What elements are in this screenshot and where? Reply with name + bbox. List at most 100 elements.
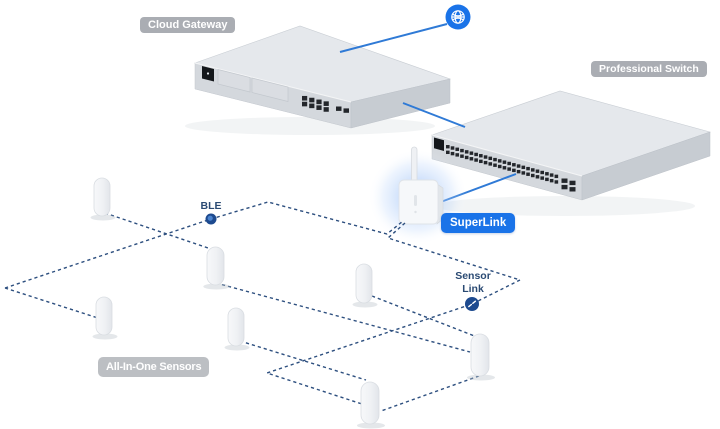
ethernet-port — [530, 168, 535, 172]
all-in-one-sensors-badge: All-In-One Sensors — [98, 357, 210, 377]
ethernet-port — [446, 150, 450, 155]
ethernet-port — [302, 95, 308, 101]
ethernet-port — [464, 150, 469, 154]
ethernet-port — [316, 99, 322, 105]
sensor-node — [227, 307, 245, 347]
ethernet-port — [545, 172, 549, 176]
sfp-port — [343, 108, 349, 113]
sensor-shadow — [92, 333, 118, 340]
all-in-one-sensors-group — [90, 177, 496, 429]
sfp-port — [569, 180, 576, 186]
ethernet-port — [516, 164, 521, 168]
ethernet-port — [446, 145, 450, 149]
mesh-link-sensor6-to-sensor7 — [380, 375, 480, 412]
sensor-node — [470, 333, 490, 377]
mesh-link-superlink-to-sensorlink-to-sensor7 — [264, 222, 522, 405]
uplink-line-gateway-to-switch — [402, 102, 466, 128]
ethernet-port — [469, 157, 474, 161]
ethernet-port — [545, 177, 549, 182]
sensor-shadow — [356, 422, 386, 429]
ethernet-port — [554, 180, 559, 184]
ethernet-port — [323, 107, 329, 112]
ethernet-port — [493, 157, 497, 162]
sensor-link-label: Sensor Link — [441, 270, 505, 296]
ethernet-port — [460, 154, 464, 158]
ethernet-port — [502, 160, 507, 164]
mesh-link-sensor5-to-sensor6 — [371, 295, 478, 338]
ethernet-port — [469, 151, 474, 155]
ethernet-port — [316, 105, 322, 110]
switch-shadow — [435, 196, 695, 216]
gateway-drive-bay — [251, 77, 289, 102]
ethernet-port — [549, 178, 554, 183]
ethernet-port — [455, 147, 460, 151]
ethernet-port — [512, 163, 516, 167]
sensor-node — [93, 177, 111, 217]
ethernet-port — [464, 155, 469, 160]
sensor-link-dot — [465, 297, 479, 311]
superlink-badge: SuperLink — [441, 213, 516, 233]
ethernet-port — [530, 173, 535, 178]
mesh-link-west-vertex-to-sensor3 — [4, 287, 99, 319]
ethernet-port — [493, 163, 497, 167]
gateway-port-grid — [302, 95, 349, 113]
ethernet-port — [323, 101, 329, 106]
ethernet-port — [450, 151, 455, 156]
sensor-node — [355, 263, 373, 304]
ethernet-port — [549, 173, 554, 177]
ethernet-port — [526, 166, 530, 171]
ethernet-port — [460, 148, 464, 153]
ethernet-port — [507, 161, 511, 166]
cloud-gateway-device — [193, 25, 452, 129]
cloud-gateway-badge: Cloud Gateway — [140, 17, 236, 33]
ethernet-port — [474, 158, 478, 162]
link-icon — [468, 300, 477, 308]
ble-label: BLE — [200, 200, 222, 212]
ethernet-port — [526, 172, 530, 176]
ethernet-port — [488, 162, 493, 166]
professional-switch-device — [430, 90, 712, 201]
ethernet-port — [497, 159, 502, 163]
ethernet-port — [497, 164, 502, 169]
sensor-link-label-line2: Link — [462, 283, 484, 295]
sensor-shadow — [466, 374, 496, 381]
sensor-node — [95, 296, 113, 336]
ethernet-port — [309, 103, 315, 109]
sensor-node — [360, 381, 380, 425]
ethernet-port — [450, 146, 455, 150]
ethernet-port — [540, 170, 544, 175]
ble-dot — [205, 213, 217, 225]
professional-switch-badge: Professional Switch — [591, 61, 707, 77]
ethernet-port — [507, 167, 511, 171]
ethernet-port — [474, 152, 478, 157]
mesh-links — [4, 201, 522, 412]
ethernet-port — [309, 97, 315, 103]
ethernet-port — [302, 101, 308, 107]
sensor-node — [206, 246, 225, 286]
uplink-line-internet-to-gateway — [339, 23, 448, 53]
sfp-port — [336, 106, 342, 111]
ethernet-port — [540, 176, 544, 180]
sensor-shadow — [203, 283, 230, 290]
sensor-shadow — [90, 214, 116, 221]
ethernet-port — [535, 169, 540, 173]
sensor-shadow — [224, 344, 250, 351]
ethernet-port — [516, 169, 521, 174]
ethernet-port — [483, 160, 488, 165]
ethernet-port — [479, 159, 483, 164]
sfp-port — [561, 184, 568, 190]
ethernet-port — [488, 156, 493, 161]
ethernet-port — [521, 165, 526, 170]
ethernet-port — [483, 155, 488, 159]
ethernet-port — [554, 174, 559, 179]
switch-port-grid — [446, 145, 576, 192]
sfp-port — [569, 187, 576, 192]
mesh-link-west-vertex-to-ble-to-superlink — [4, 201, 404, 289]
ethernet-port — [512, 168, 516, 173]
mesh-link-sensor2-to-sensor6 — [215, 282, 471, 353]
gateway-shadow — [185, 117, 435, 135]
sfp-port — [561, 178, 568, 183]
switch-display — [434, 137, 444, 151]
superlink-antenna — [411, 146, 418, 186]
